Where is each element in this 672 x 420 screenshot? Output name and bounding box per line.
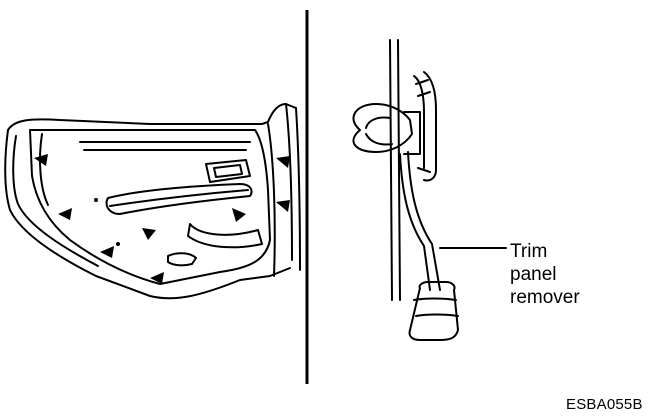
clip-removal-detail xyxy=(352,39,507,341)
callout-line-3: remover xyxy=(510,287,580,308)
figure-code: ESBA055B xyxy=(566,396,643,413)
trim-panel-remover-label: Trim panel remover xyxy=(510,240,580,309)
door-trim-panel-illustration xyxy=(4,103,301,300)
callout-line-1: Trim xyxy=(510,241,548,262)
callout-line-2: panel xyxy=(510,264,557,285)
